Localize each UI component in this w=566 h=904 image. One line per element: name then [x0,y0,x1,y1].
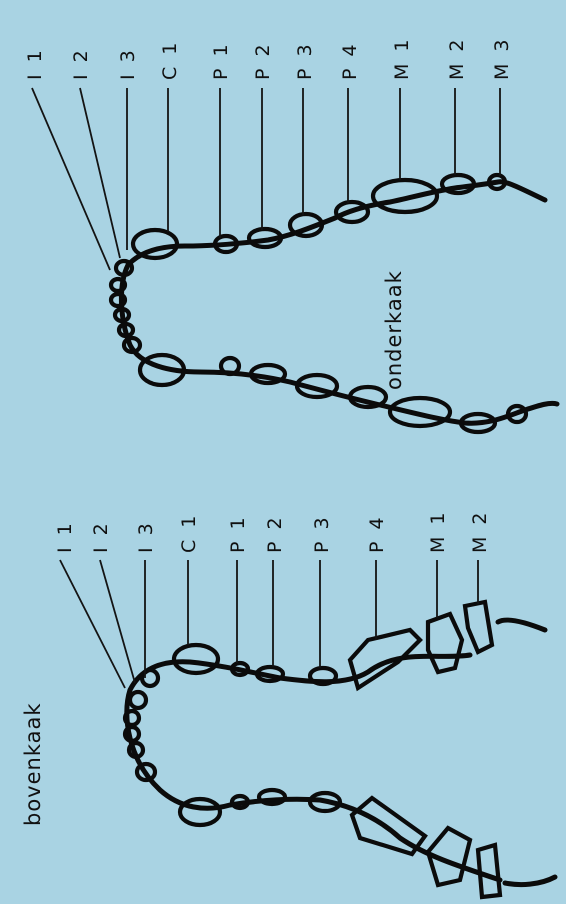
upper-label-i2: I 2 [90,520,112,553]
upper-label-i3: I 3 [135,520,157,553]
upper-label-m1: M 1 [427,509,449,553]
lower-label-p3: P 3 [294,41,316,80]
upper-label-p2: P 2 [264,514,286,553]
lower-label-p1: P 1 [210,41,232,80]
lower-label-p4: P 4 [339,41,361,80]
lower-label-i1: I 1 [24,47,46,80]
lower-label-m2: M 2 [446,36,468,80]
lower-label-m1: M 1 [391,36,413,80]
caption-upper-jaw: bovenkaak [21,702,45,826]
upper-teeth [125,602,500,897]
lower-tooth-labels: I 1 I 2 I 3 C 1 P 1 P 2 P 3 P 4 M 1 M 2 … [24,36,513,80]
lower-label-p2: P 2 [252,41,274,80]
lower-label-m3: M 3 [491,36,513,80]
lower-label-c1: C 1 [159,40,181,80]
upper-label-p4: P 4 [366,514,388,553]
upper-label-p3: P 3 [311,514,333,553]
lower-teeth [111,175,526,432]
lower-label-i3: I 3 [117,47,139,80]
upper-label-p1: P 1 [227,514,249,553]
caption-lower-jaw: onderkaak [382,270,406,390]
upper-label-m2: M 2 [469,509,491,553]
upper-label-c1: C 1 [178,513,200,553]
lower-label-i2: I 2 [70,47,92,80]
upper-label-i1: I 1 [54,520,76,553]
upper-tooth-labels: I 1 I 2 I 3 C 1 P 1 P 2 P 3 P 4 M 1 M 2 [54,509,491,553]
